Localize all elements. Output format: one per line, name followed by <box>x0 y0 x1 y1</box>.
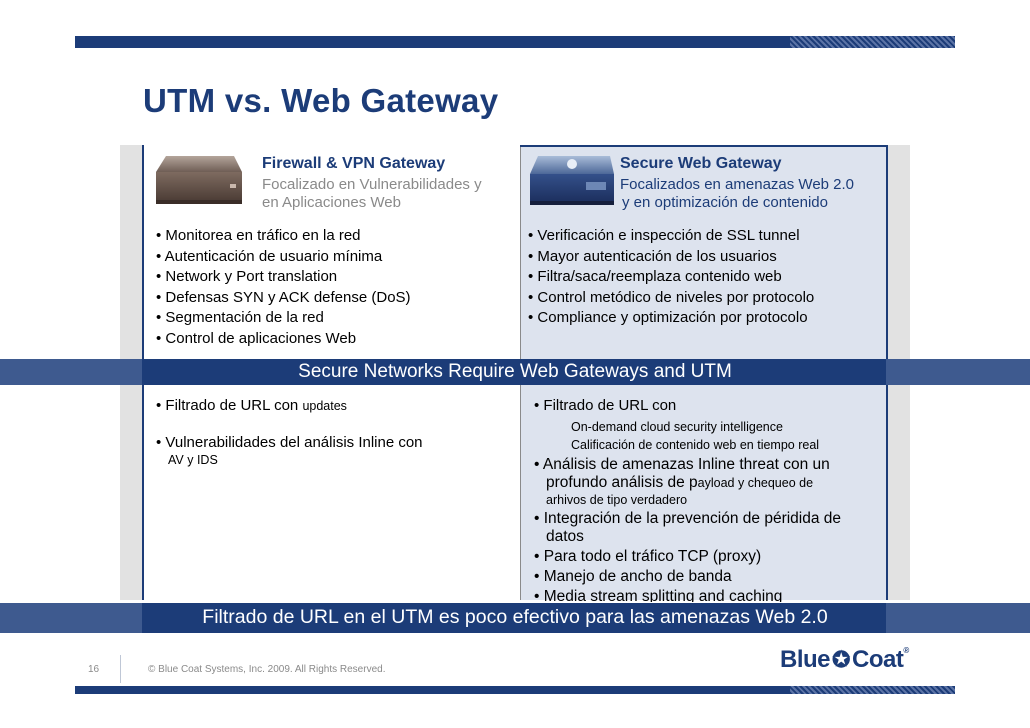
logo-text-left: Blue <box>780 646 831 673</box>
copyright-notice: © Blue Coat Systems, Inc. 2009. All Righ… <box>148 664 386 675</box>
swg-lower-line-11: • Media stream splitting and caching <box>534 588 783 602</box>
summary-band <box>0 359 1030 385</box>
swg-lower-line-3: Calificación de contenido web en tiempo … <box>571 438 820 452</box>
bottom-band-texture <box>790 686 955 694</box>
utm-lower-item-1-small: updates <box>302 399 347 413</box>
swg-lower-line-7: • Integración de la prevención de péridi… <box>534 510 842 527</box>
web-gateway-appliance-icon <box>530 156 614 205</box>
conclusion-band-left-edge <box>0 603 142 633</box>
utm-lower-item-1: • Filtrado de URL con updates <box>156 396 347 417</box>
summary-band-left-edge <box>0 359 142 385</box>
swg-heading: Secure Web Gateway <box>620 155 782 172</box>
swg-bullet-list: • Verificación e inspección de SSL tunne… <box>528 226 814 329</box>
utm-heading: Firewall & VPN Gateway <box>262 155 446 172</box>
swg-subtitle-line-2: y en optimización de contenido <box>622 194 828 211</box>
star-icon: ✪ <box>832 647 850 672</box>
conclusion-band-right-edge <box>886 603 1030 633</box>
utm-lower-item-2: • Vulnerabilidades del análisis Inline c… <box>156 434 423 451</box>
utm-subtitle-line-1: Focalizado en Vulnerabilidades y <box>262 176 482 193</box>
swg-lower-line-5-small: ayload y chequeo de <box>697 476 814 490</box>
top-band <box>75 36 955 48</box>
conclusion-band <box>0 603 1030 633</box>
list-item: • Monitorea en tráfico en la red <box>156 227 361 244</box>
swg-lower-line-5: profundo análisis de payload y chequeo d… <box>546 474 813 493</box>
swg-lower-line-5-text: profundo análisis de p <box>546 474 698 491</box>
blue-coat-logo: Blue✪Coat® <box>780 646 909 674</box>
list-item: • Segmentación de la red <box>156 309 324 326</box>
summary-band-text: Secure Networks Require Web Gateways and… <box>298 361 732 382</box>
top-band-texture <box>790 36 955 48</box>
web-gateway-panel-top-border <box>520 145 886 147</box>
list-item: • Defensas SYN y ACK defense (DoS) <box>156 288 411 306</box>
registered-mark: ® <box>903 646 909 655</box>
swg-subtitle-line-1: Focalizados en amenazas Web 2.0 <box>620 176 855 193</box>
logo-text-right: Coat <box>852 646 904 673</box>
list-item: • Compliance y optimización por protocol… <box>528 309 808 326</box>
swg-lower-line-1: • Filtrado de URL con <box>534 397 677 414</box>
list-item: • Filtra/saca/reemplaza contenido web <box>528 268 782 285</box>
list-item: • Mayor autenticación de los usuarios <box>528 247 777 265</box>
utm-bullet-list: • Monitorea en tráfico en la red • Auten… <box>156 226 411 349</box>
utm-lower-item-2-small: AV y IDS <box>168 453 218 467</box>
list-item: • Control metódico de niveles por protoc… <box>528 288 815 306</box>
swg-lower-line-2: On-demand cloud security intelligence <box>571 420 783 434</box>
conclusion-band-text: Filtrado de URL en el UTM es poco efecti… <box>202 606 828 628</box>
swg-lower-line-10: • Manejo de ancho de banda <box>534 568 732 585</box>
list-item: • Autenticación de usuario mínima <box>156 247 383 265</box>
utm-subtitle-line-2: en Aplicaciones Web <box>262 194 401 211</box>
utm-lower-item-1-text: • Filtrado de URL con <box>156 397 303 414</box>
list-item: • Control de aplicaciones Web <box>156 329 357 347</box>
footer-divider <box>120 655 121 683</box>
swg-lower-line-6: arhivos de tipo verdadero <box>546 493 688 507</box>
swg-lower-line-4: • Análisis de amenazas Inline threat con… <box>534 456 830 473</box>
list-item: • Network y Port translation <box>156 268 338 285</box>
page-number: 16 <box>88 664 100 675</box>
slide-title: UTM vs. Web Gateway <box>143 82 499 119</box>
firewall-appliance-icon <box>156 156 242 204</box>
summary-band-right-edge <box>886 359 1030 385</box>
swg-lower-line-9: • Para todo el tráfico TCP (proxy) <box>534 548 762 565</box>
bottom-band <box>75 686 955 694</box>
list-item: • Verificación e inspección de SSL tunne… <box>528 227 800 244</box>
swg-lower-line-8: datos <box>546 528 584 545</box>
